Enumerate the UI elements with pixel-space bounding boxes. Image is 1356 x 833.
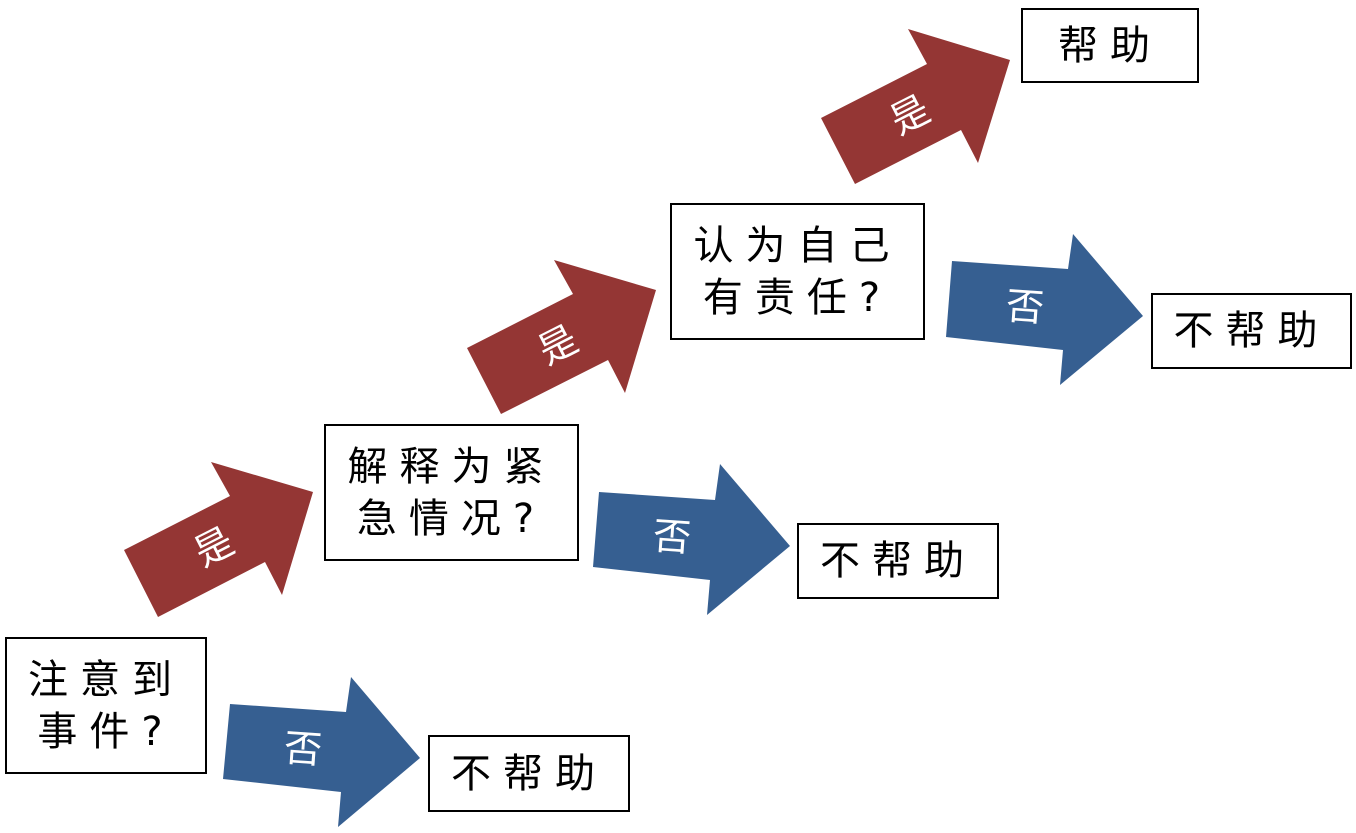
yes-arrow-1 xyxy=(124,462,313,617)
question-take-responsibility: 认为自己 有责任? xyxy=(670,203,925,340)
yes-arrow-3 xyxy=(821,29,1010,184)
no-arrow-3 xyxy=(946,234,1143,385)
result-no-help-3: 不帮助 xyxy=(1151,293,1352,369)
result-no-help-1: 不帮助 xyxy=(428,735,630,812)
result-help: 帮助 xyxy=(1021,8,1199,83)
result-no-help-2: 不帮助 xyxy=(797,523,999,599)
no-label-2: 否 xyxy=(651,513,693,561)
no-label-1: 否 xyxy=(282,725,324,773)
yes-arrow-2 xyxy=(467,260,656,414)
question-interpret-emergency: 解释为紧 急情况? xyxy=(324,424,579,561)
no-arrow-2 xyxy=(593,464,790,615)
no-arrow-1 xyxy=(223,677,420,827)
question-notice-event: 注意到 事件? xyxy=(5,637,207,774)
no-label-3: 否 xyxy=(1004,283,1046,331)
